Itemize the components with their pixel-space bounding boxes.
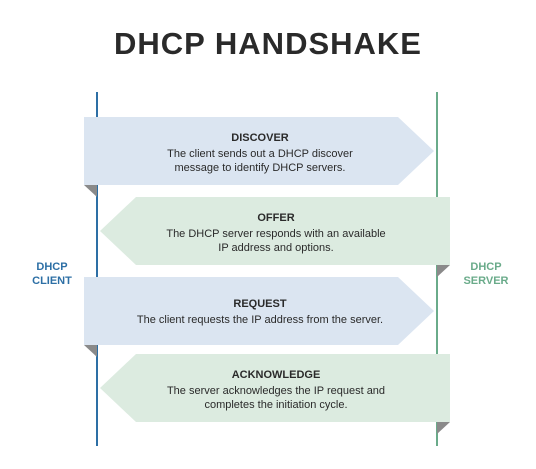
step-title: DISCOVER	[231, 132, 289, 144]
client-timeline	[96, 92, 98, 446]
step-title: REQUEST	[233, 298, 287, 310]
step-description: The client sends out a DHCP discover mes…	[167, 148, 353, 174]
step-description: The client requests the IP address from …	[136, 314, 384, 326]
step-request: REQUEST The client requests the IP addre…	[130, 297, 390, 327]
offer-arrow	[100, 197, 450, 265]
discover-fold	[84, 185, 97, 197]
acknowledge-arrow	[100, 354, 450, 422]
step-discover: DISCOVER The client sends out a DHCP dis…	[130, 131, 390, 175]
server-label: DHCP SERVER	[458, 260, 514, 288]
step-description: The server acknowledges the IP request a…	[166, 385, 386, 411]
request-arrow	[84, 277, 434, 345]
request-fold	[84, 345, 97, 357]
acknowledge-fold	[437, 422, 450, 434]
server-label-line2: SERVER	[463, 275, 509, 287]
step-offer: OFFER The DHCP server responds with an a…	[146, 211, 406, 255]
page-title: DHCP HANDSHAKE	[114, 26, 422, 61]
step-description: The DHCP server responds with an availab…	[166, 228, 386, 254]
client-label: DHCP CLIENT	[24, 260, 80, 288]
client-label-line2: CLIENT	[32, 275, 72, 287]
step-acknowledge: ACKNOWLEDGE The server acknowledges the …	[146, 368, 406, 412]
step-title: ACKNOWLEDGE	[231, 369, 321, 381]
discover-arrow	[84, 117, 434, 185]
server-label-line1: DHCP	[470, 261, 502, 273]
client-label-line1: DHCP	[36, 261, 68, 273]
offer-fold	[437, 265, 450, 277]
step-title: OFFER	[257, 212, 295, 224]
